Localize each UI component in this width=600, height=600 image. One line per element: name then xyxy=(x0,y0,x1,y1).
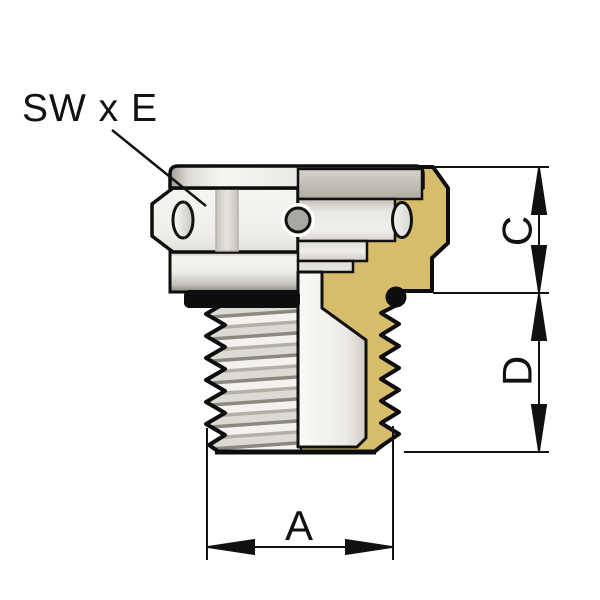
external-thread-left xyxy=(204,301,300,454)
dimension-bottom xyxy=(206,426,394,560)
oring-band xyxy=(184,290,300,308)
callout-leader-line xyxy=(111,129,207,207)
arrow-up-icon xyxy=(530,167,548,215)
arrow-down-icon xyxy=(530,404,548,452)
arrow-left-icon xyxy=(207,538,255,556)
dimension-right xyxy=(404,166,549,453)
right-face-hole xyxy=(391,201,413,239)
dimension-label-d: D xyxy=(494,356,541,386)
section-step-1 xyxy=(296,167,424,201)
inner-bore xyxy=(296,270,368,449)
section-step-4 xyxy=(296,259,355,274)
center-hole xyxy=(284,206,312,234)
callout-label: SW x E xyxy=(22,87,158,130)
arrow-down-icon xyxy=(530,245,548,293)
dimension-label-a: A xyxy=(285,502,313,549)
left-face-hole xyxy=(171,200,195,240)
section-steps xyxy=(296,167,424,449)
hex-corner-facet xyxy=(215,188,239,252)
oring-section-circle xyxy=(385,286,407,308)
arrow-right-icon xyxy=(345,538,393,556)
thread-crest-outline xyxy=(204,301,227,454)
arrow-up-icon xyxy=(530,293,548,341)
section-step-3 xyxy=(296,239,369,263)
collar xyxy=(168,250,302,294)
dimension-label-c: C xyxy=(494,216,541,246)
